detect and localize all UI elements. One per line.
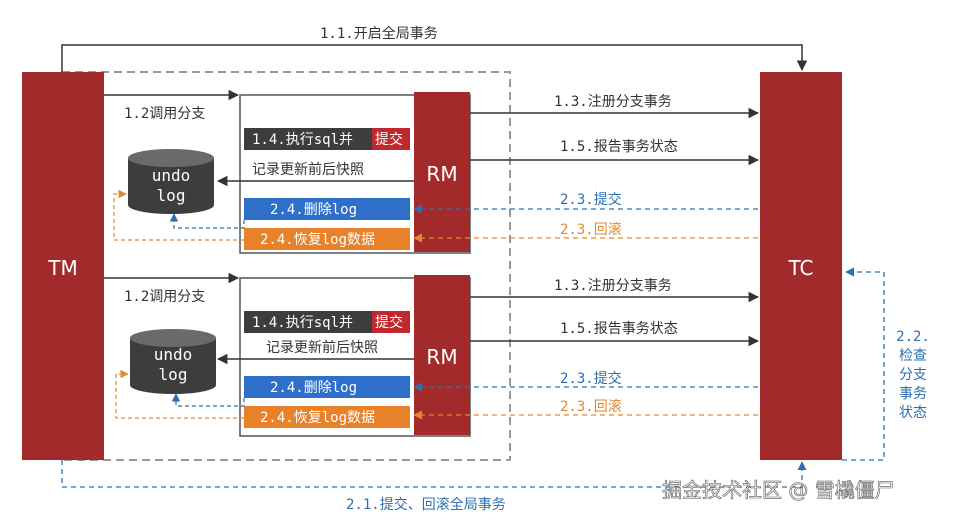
log-label-1: log (157, 186, 186, 205)
exec-commit-label-1: 提交 (375, 131, 403, 148)
restore-loop-1 (113, 189, 244, 241)
exec-commit-label-2: 提交 (375, 314, 403, 331)
exec-sql-label-1: 1.4.执行sql并 (252, 132, 353, 148)
global-transaction-scope (61, 71, 511, 461)
call-branch-label-2: 1.2调用分支 (124, 289, 205, 305)
check-label-line5: 状态 (899, 405, 927, 421)
global-commit-rollback-arrow (61, 460, 807, 488)
watermark: 掘金技术社区 @ 雪橇僵尸 (662, 478, 895, 502)
tm-label: TM (47, 256, 77, 280)
restore-log-label-1: 2.4.恢复log数据 (260, 231, 375, 248)
commit-label-2: 2.3.提交 (560, 370, 622, 387)
restore-log-bar-2 (244, 406, 410, 428)
undo-label-1: undo (152, 166, 191, 185)
undo-log-db-1: undo log (128, 149, 214, 214)
delete-loop-2 (171, 393, 245, 407)
delete-log-bar-1 (244, 198, 410, 220)
branch-2: RM 1.2调用分支 1.4.执行sql并 提交 记录更新前后快照 undo l… (104, 272, 760, 437)
rm-label-1: RM (426, 162, 457, 186)
delete-loop-1 (169, 213, 245, 229)
exec-sql-bar-1 (244, 128, 410, 150)
tc-label: TC (787, 256, 813, 280)
register-branch-label-1: 1.3.注册分支事务 (554, 94, 672, 110)
delete-log-label-2: 2.4.删除log (270, 380, 357, 396)
restore-log-bar-1 (244, 228, 410, 250)
branch-1: RM 1.2调用分支 1.4.执行sql并 提交 记录更新前后快照 undo l… (104, 89, 760, 254)
rm-block-2 (414, 275, 470, 435)
check-label-line3: 分支 (899, 367, 927, 383)
commit-highlight-2 (372, 311, 410, 333)
delete-log-bar-2 (244, 376, 410, 398)
call-branch-label-1: 1.2调用分支 (124, 106, 205, 122)
report-status-label-1: 1.5.报告事务状态 (560, 139, 678, 155)
rollback-label-1: 2.3.回滚 (560, 221, 622, 238)
global-commit-rollback-label: 2.1.提交、回滚全局事务 (346, 496, 506, 513)
snapshot-label-1: 记录更新前后快照 (252, 161, 364, 178)
tm-column (22, 72, 104, 460)
delete-log-label-1: 2.4.删除log (270, 202, 357, 218)
rollback-label-2: 2.3.回滚 (560, 398, 622, 415)
check-branch-status-arrow (842, 267, 885, 461)
snapshot-label-2: 记录更新前后快照 (266, 339, 378, 356)
commit-highlight-1 (372, 128, 410, 150)
check-label-line4: 事务 (899, 386, 927, 402)
restore-log-label-2: 2.4.恢复log数据 (260, 409, 375, 426)
undo-log-db-2: undo log (130, 329, 216, 394)
commit-label-1: 2.3.提交 (560, 191, 622, 208)
check-label-line2: 检查 (899, 348, 927, 364)
rm-label-2: RM (426, 345, 457, 369)
rm-block-1 (414, 92, 470, 252)
restore-loop-2 (115, 369, 244, 419)
exec-sql-label-2: 1.4.执行sql并 (252, 315, 353, 331)
log-label-2: log (159, 365, 188, 384)
undo-label-2: undo (154, 345, 193, 364)
exec-sql-bar-2 (244, 311, 410, 333)
begin-global-label: 1.1.开启全局事务 (320, 25, 438, 42)
tc-column (760, 72, 842, 460)
register-branch-label-2: 1.3.注册分支事务 (554, 278, 672, 294)
begin-global-arrow (61, 44, 808, 72)
report-status-label-2: 1.5.报告事务状态 (560, 321, 678, 337)
check-label-line1: 2.2. (896, 329, 930, 345)
